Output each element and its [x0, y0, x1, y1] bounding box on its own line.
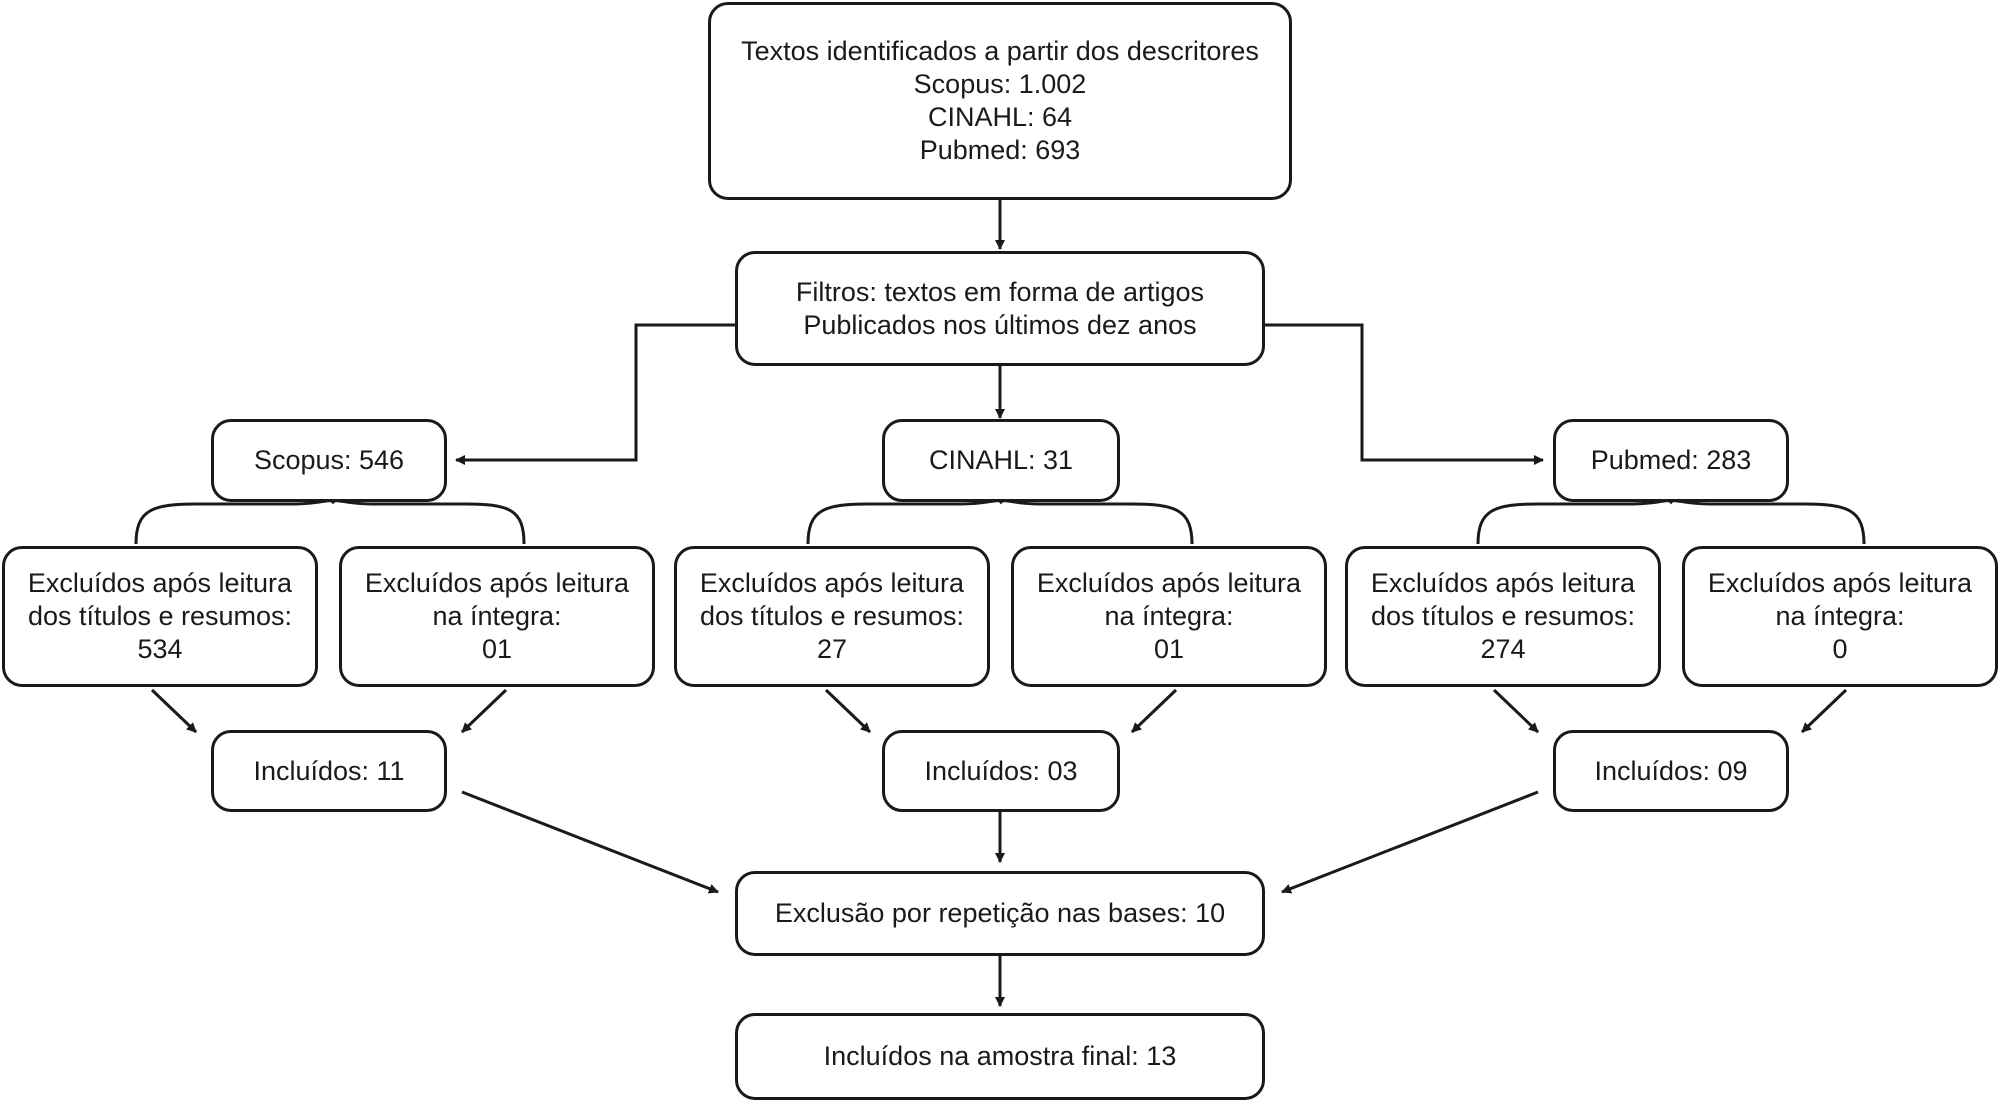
pubmed-excluded-full-line-2: na íntegra: [1775, 601, 1905, 631]
cinahl-excluded-title-line-2: dos títulos e resumos: [699, 601, 965, 631]
identified-texts-box: Textos identificados a partir dos descri… [708, 2, 1292, 200]
scopus-label: Scopus: 546 [253, 445, 405, 475]
duplicates-exclusion-box: Exclusão por repetição nas bases: 10 [735, 871, 1265, 956]
arrow-scopus-title-to-included [150, 688, 198, 734]
cinahl-excluded-title-line-1: Excluídos após leitura [699, 568, 965, 598]
pubmed-excluded-full-count: 0 [1832, 634, 1848, 664]
scopus-excluded-full-box: Excluídos após leitura na íntegra: 01 [339, 546, 655, 687]
pubmed-excluded-title-line-2: dos títulos e resumos: [1370, 601, 1636, 631]
cinahl-excluded-title-box: Excluídos após leitura dos títulos e res… [674, 546, 990, 687]
cinahl-excluded-title-count: 27 [816, 634, 848, 664]
arrow-cinahl-title-to-included [824, 688, 872, 734]
scopus-excluded-full-count: 01 [481, 634, 513, 664]
final-sample-label: Incluídos na amostra final: 13 [823, 1041, 1177, 1071]
identified-scopus-count: Scopus: 1.002 [913, 69, 1087, 99]
filters-box: Filtros: textos em forma de artigos Publ… [735, 251, 1265, 366]
pubmed-included-box: Incluídos: 09 [1553, 730, 1789, 812]
scopus-box: Scopus: 546 [211, 419, 447, 502]
pubmed-included-label: Incluídos: 09 [1594, 755, 1748, 786]
arrow-cinahl-full-to-included [1130, 688, 1178, 734]
cinahl-excluded-full-line-1: Excluídos após leitura [1036, 568, 1302, 598]
scopus-excluded-full-line-2: na íntegra: [432, 601, 562, 631]
brace-scopus [134, 499, 526, 545]
pubmed-excluded-title-line-1: Excluídos após leitura [1370, 568, 1636, 598]
duplicates-exclusion-label: Exclusão por repetição nas bases: 10 [774, 898, 1226, 928]
cinahl-included-box: Incluídos: 03 [882, 730, 1120, 812]
cinahl-excluded-full-count: 01 [1153, 634, 1185, 664]
scopus-excluded-title-line-2: dos títulos e resumos: [27, 601, 293, 631]
arrow-pubmed-title-to-included [1492, 688, 1540, 734]
brace-cinahl [806, 499, 1194, 545]
pubmed-excluded-title-count: 274 [1480, 634, 1526, 664]
arrow-filter-to-scopus [455, 323, 735, 465]
brace-pubmed [1476, 499, 1866, 545]
pubmed-excluded-title-box: Excluídos após leitura dos títulos e res… [1345, 546, 1661, 687]
pubmed-box: Pubmed: 283 [1553, 419, 1789, 502]
cinahl-excluded-full-line-2: na íntegra: [1104, 601, 1234, 631]
pubmed-excluded-full-line-1: Excluídos após leitura [1707, 568, 1973, 598]
cinahl-label: CINAHL: 31 [928, 445, 1074, 475]
scopus-excluded-title-line-1: Excluídos após leitura [27, 568, 293, 598]
cinahl-box: CINAHL: 31 [882, 419, 1120, 502]
scopus-excluded-title-box: Excluídos após leitura dos títulos e res… [2, 546, 318, 687]
final-sample-box: Incluídos na amostra final: 13 [735, 1013, 1265, 1100]
scopus-excluded-title-count: 534 [137, 634, 183, 664]
cinahl-excluded-full-box: Excluídos após leitura na íntegra: 01 [1011, 546, 1327, 687]
scopus-included-label: Incluídos: 11 [253, 755, 405, 786]
arrow-filter-to-pubmed [1265, 323, 1544, 465]
arrow-pubmed-full-to-included [1800, 688, 1848, 734]
identified-pubmed-count: Pubmed: 693 [919, 135, 1081, 165]
filters-line-1: Filtros: textos em forma de artigos [795, 276, 1205, 307]
scopus-excluded-full-line-1: Excluídos após leitura [364, 568, 630, 598]
pubmed-label: Pubmed: 283 [1590, 445, 1752, 475]
pubmed-excluded-full-box: Excluídos após leitura na íntegra: 0 [1682, 546, 1998, 687]
identified-cinahl-count: CINAHL: 64 [927, 102, 1073, 132]
filters-line-2: Publicados nos últimos dez anos [803, 309, 1197, 340]
arrow-pubmed-included-to-duplicates [1281, 790, 1539, 894]
cinahl-included-label: Incluídos: 03 [924, 755, 1078, 786]
arrow-scopus-full-to-included [460, 688, 508, 734]
arrow-scopus-included-to-duplicates [461, 790, 719, 894]
identified-texts-title: Textos identificados a partir dos descri… [741, 36, 1259, 66]
scopus-included-box: Incluídos: 11 [211, 730, 447, 812]
